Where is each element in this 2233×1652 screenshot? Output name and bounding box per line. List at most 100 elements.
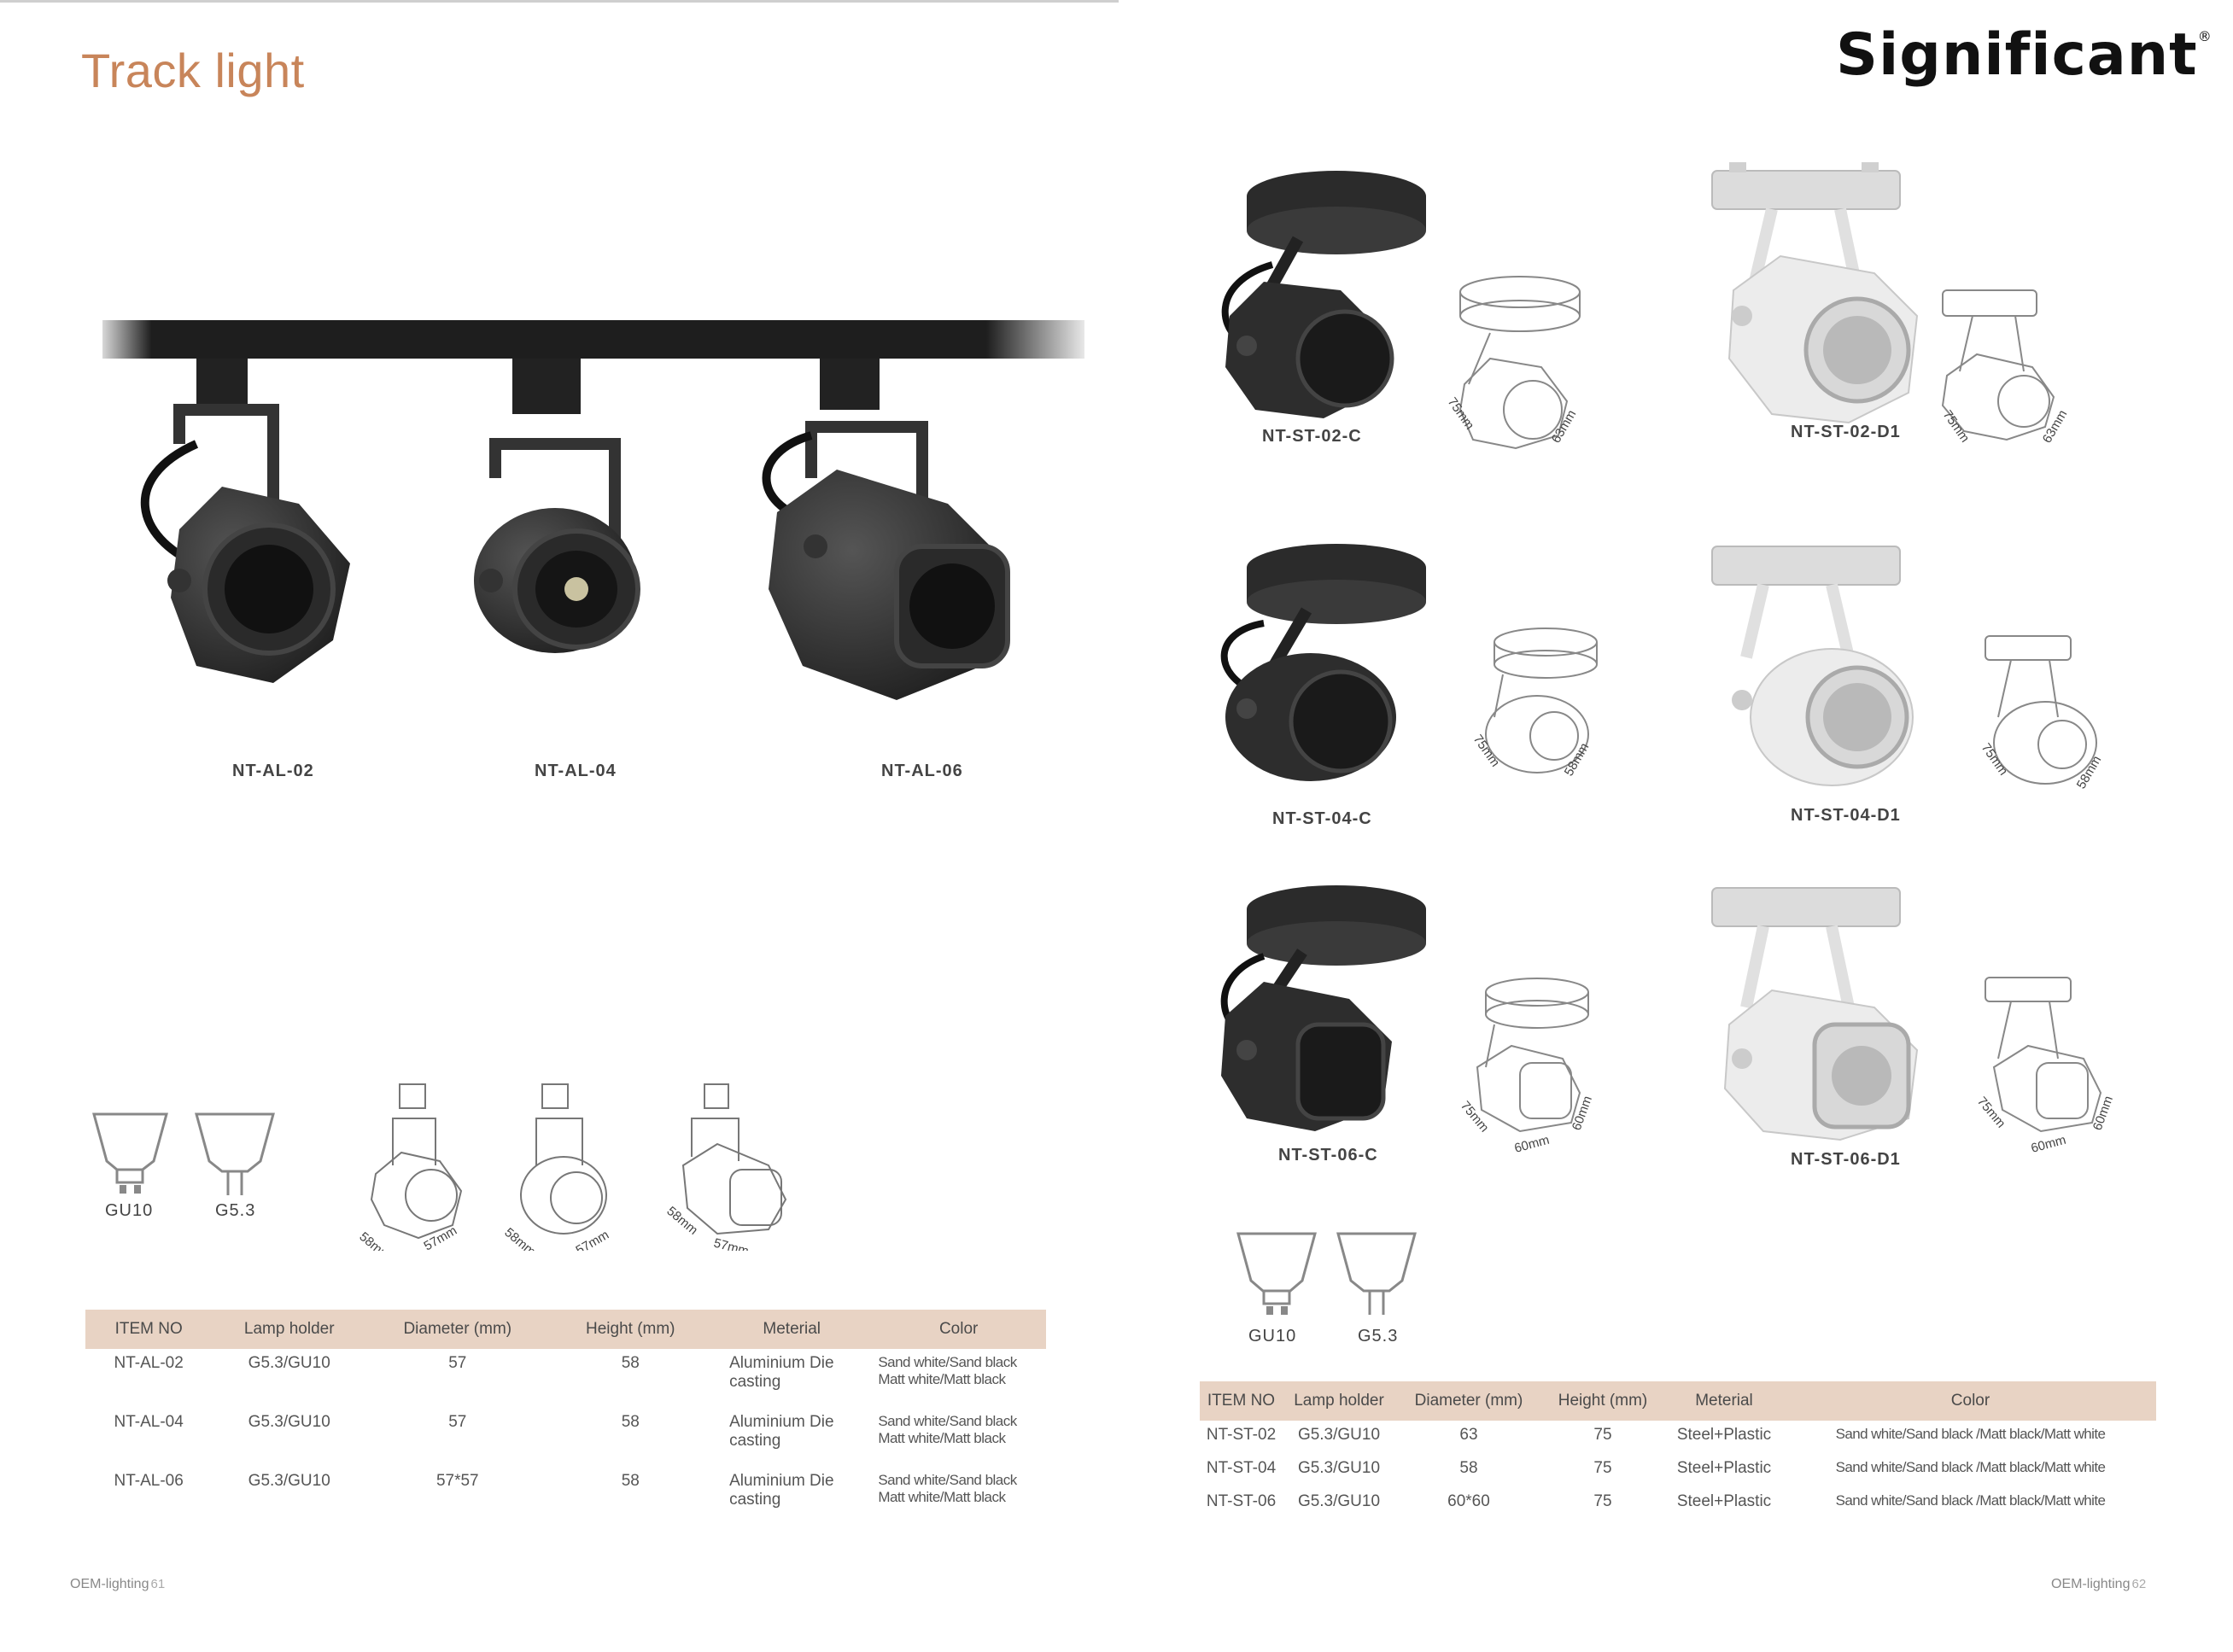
col-header: Color (871, 1310, 1046, 1349)
dim-label: 75mm (1470, 733, 1503, 770)
fixture-nt-al-06 (762, 359, 1010, 700)
top-rule (0, 0, 1119, 3)
product-label-nt-al-04: NT-AL-04 (535, 762, 617, 780)
table-row: NT-ST-02 G5.3/GU10 63 75 Steel+Plastic S… (1200, 1421, 2156, 1454)
cell: G5.3/GU10 (1297, 1492, 1381, 1510)
cell: Sand white/Sand black Matt white/Matt bl… (878, 1413, 1017, 1446)
line-drawing-nt-st-02-c: 75mm 63mm (1445, 276, 1581, 450)
fixture-nt-st-02-d1 (1711, 162, 1919, 424)
cell: Steel+Plastic (1676, 1492, 1772, 1510)
spec-table-left: ITEM NO Lamp holder Diameter (mm) Height… (85, 1310, 1046, 1526)
col-header: Lamp holder (212, 1310, 367, 1349)
cell: G5.3/GU10 (248, 1413, 330, 1431)
cell: Aluminium Die casting (729, 1354, 834, 1391)
dim-label: 60mm (1513, 1133, 1552, 1156)
brand-logo: Significant® (1836, 21, 2213, 89)
col-header: Height (mm) (1542, 1381, 1663, 1421)
bulb-label-g53: G5.3 (215, 1201, 256, 1220)
footer-text: OEM-lighting (2051, 1577, 2131, 1591)
dim-label: 75mm (1979, 741, 2011, 779)
col-header: ITEM NO (1200, 1381, 1283, 1421)
cell: NT-AL-02 (114, 1354, 184, 1372)
dim-label: 57mm (712, 1235, 751, 1251)
product-label-nt-al-02: NT-AL-02 (232, 762, 314, 780)
bulb-g53-icon (195, 1112, 275, 1195)
col-header: Meterial (712, 1310, 872, 1349)
cell: 75 (1593, 1426, 1612, 1444)
cell: Sand white/Sand black /Matt black/Matt w… (1835, 1459, 2106, 1475)
dim-label: 75mm (1445, 395, 1477, 433)
page-number: 61 (150, 1577, 166, 1591)
bulb-gu10-icon (1236, 1232, 1317, 1315)
dim-label: 75mm (1974, 1095, 2008, 1131)
product-label-nt-st-02-c: NT-ST-02-C (1262, 427, 1362, 446)
col-header: Diameter (mm) (366, 1310, 549, 1349)
line-drawing-nt-al-06: 58mm 57mm (666, 1083, 787, 1251)
line-drawing-nt-st-04-c: 75mm 58mm (1470, 628, 1598, 779)
track-fixtures-photo (102, 320, 1084, 700)
product-label-nt-al-06: NT-AL-06 (881, 762, 963, 780)
product-label-nt-st-04-d1: NT-ST-04-D1 (1791, 806, 1901, 825)
bulb-g53-icon (1336, 1232, 1417, 1315)
cell: NT-ST-02 (1206, 1426, 1277, 1444)
cell: Aluminium Die casting (729, 1413, 834, 1450)
table-row: NT-ST-06 G5.3/GU10 60*60 75 Steel+Plasti… (1200, 1487, 2156, 1521)
fixture-nt-st-06-d1 (1711, 887, 1919, 1141)
line-drawing-nt-al-04: 58mm 57mm (504, 1083, 611, 1251)
col-header: ITEM NO (85, 1310, 213, 1349)
fixture-nt-st-04-d1 (1711, 546, 1914, 786)
table-row: NT-AL-06 G5.3/GU10 57*57 58 Aluminium Di… (85, 1467, 1046, 1526)
cell: 57*57 (435, 1472, 479, 1490)
track-rail (102, 320, 1084, 359)
table-row: NT-AL-04 G5.3/GU10 57 58 Aluminium Die c… (85, 1408, 1046, 1467)
bulb-label-gu10: GU10 (1248, 1327, 1297, 1346)
table-header-row: ITEM NO Lamp holder Diameter (mm) Height… (1200, 1381, 2156, 1421)
col-header: Meterial (1663, 1381, 1785, 1421)
cell: Sand white/Sand black Matt white/Matt bl… (878, 1354, 1017, 1387)
col-header: Lamp holder (1283, 1381, 1395, 1421)
cell: Steel+Plastic (1676, 1459, 1772, 1477)
bulb-label-g53: G5.3 (1358, 1327, 1399, 1346)
page-title: Track light (81, 44, 305, 97)
col-header: Diameter (mm) (1395, 1381, 1542, 1421)
footer-text: OEM-lighting (70, 1577, 149, 1591)
line-drawing-nt-st-04-d1: 75mm 58mm (1979, 635, 2105, 791)
product-label-nt-st-04-c: NT-ST-04-C (1272, 809, 1372, 828)
cell: 58 (621, 1472, 640, 1490)
cell: Sand white/Sand black /Matt black/Matt w… (1835, 1426, 2106, 1442)
cell: Sand white/Sand black Matt white/Matt bl… (878, 1472, 1017, 1505)
cell: 60*60 (1447, 1492, 1490, 1510)
table-row: NT-AL-02 G5.3/GU10 57 58 Aluminium Die c… (85, 1349, 1046, 1408)
cell: G5.3/GU10 (1297, 1459, 1381, 1477)
dim-label: 58mm (504, 1225, 538, 1251)
table-row: NT-ST-04 G5.3/GU10 58 75 Steel+Plastic S… (1200, 1454, 2156, 1487)
cell: G5.3/GU10 (248, 1354, 330, 1372)
cell: 58 (621, 1413, 640, 1431)
fixture-nt-st-04-c (1220, 544, 1426, 781)
dim-label: 57mm (422, 1223, 460, 1251)
dim-label: 63mm (1549, 407, 1580, 446)
line-drawing-nt-st-06-c: 75mm 60mm 60mm (1458, 978, 1595, 1156)
fixture-nt-st-02-c (1221, 171, 1426, 418)
registered-mark: ® (2197, 28, 2213, 44)
product-label-nt-st-02-d1: NT-ST-02-D1 (1791, 423, 1901, 441)
cell: Sand white/Sand black /Matt black/Matt w… (1835, 1492, 2106, 1509)
cell: G5.3/GU10 (248, 1472, 330, 1490)
cell: 57 (448, 1413, 467, 1431)
cell: Steel+Plastic (1676, 1426, 1772, 1444)
cell: NT-AL-06 (114, 1472, 184, 1490)
dim-label: 75mm (1458, 1099, 1492, 1135)
table-header-row: ITEM NO Lamp holder Diameter (mm) Height… (85, 1310, 1046, 1349)
col-header: Height (mm) (548, 1310, 713, 1349)
product-label-nt-st-06-d1: NT-ST-06-D1 (1791, 1150, 1901, 1169)
brand-name: Significant (1836, 21, 2198, 89)
fixture-nt-al-04 (474, 359, 640, 653)
cell: NT-ST-04 (1206, 1459, 1277, 1477)
dim-label: 58mm (2074, 753, 2105, 791)
dim-label: 58mm (1562, 740, 1593, 779)
bulb-gu10-icon (92, 1112, 168, 1194)
bulb-label-gu10: GU10 (105, 1201, 154, 1220)
cell: 57 (448, 1354, 467, 1372)
dim-label: 75mm (1940, 408, 1973, 446)
